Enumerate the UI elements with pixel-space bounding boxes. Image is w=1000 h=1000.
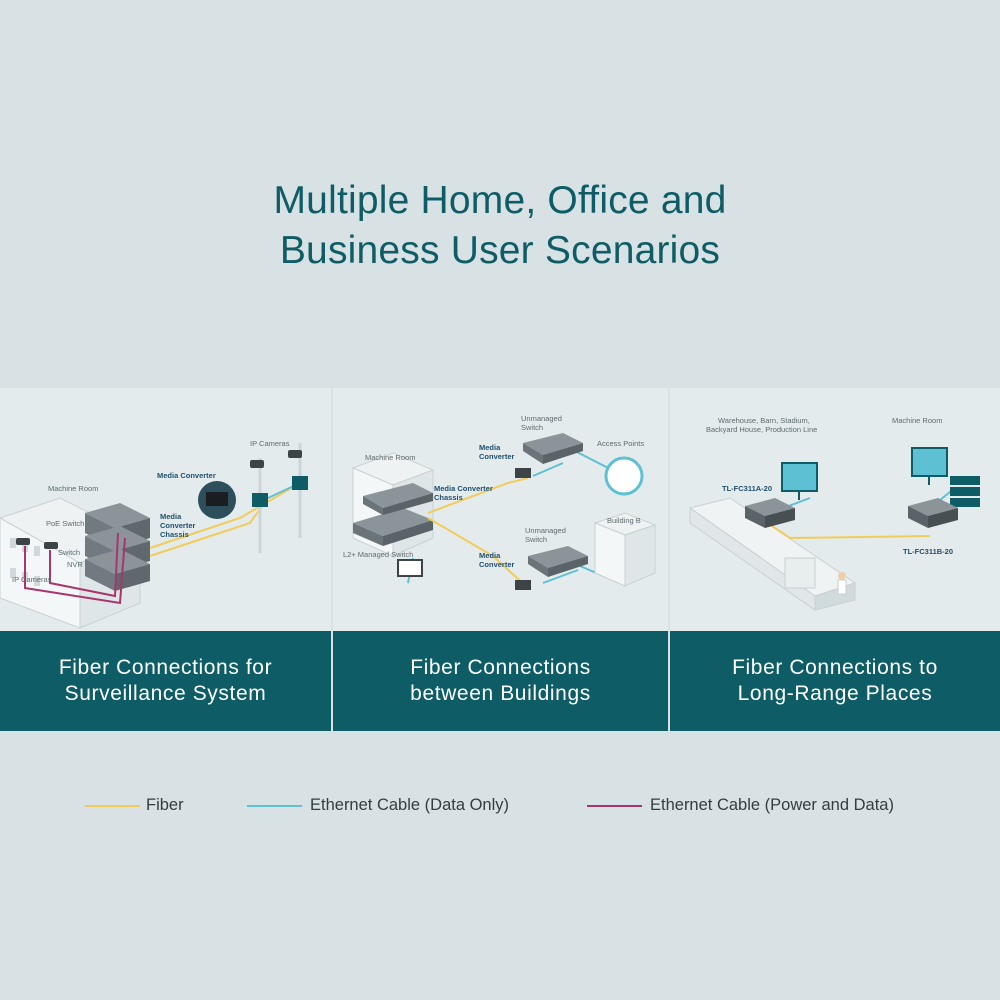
building-b-label: Building B [607,516,641,525]
chassis-label-2: Chassis [434,493,463,502]
unmanaged-bottom-label-1: Unmanaged [525,526,566,535]
caption-line-1: Fiber Connections for [58,656,273,679]
scenario-panels: Machine Room PoE Switch Switch NVR IP Ca… [0,388,1000,731]
legend-ethernet-power-swatch [587,805,642,807]
building-b-icon [593,512,657,587]
unmanaged-bottom-label-2: Switch [525,535,547,544]
unmanaged-top-label-2: Switch [521,423,543,432]
chassis-label-1: Media Converter [434,484,493,493]
media-converter-top-label-2: Converter [479,452,515,461]
scenario-panel-buildings: Machine Room Unmanaged Switch Media Conv… [333,388,668,731]
scenario-panel-surveillance: Machine Room PoE Switch Switch NVR IP Ca… [0,388,331,731]
media-converter-bottom-label-1: Media [479,551,501,560]
monitor-icon [397,559,423,577]
worker-icon [837,572,847,595]
ip-cameras-right-label: IP Cameras [250,439,290,448]
page-title-line-1: Multiple Home, Office and [273,179,727,222]
warehouse-label-2: Backyard House, Production Line [706,425,817,434]
scenario-caption-long-range: Fiber Connections to Long-Range Places [670,631,1000,731]
legend-ethernet-data-label: Ethernet Cable (Data Only) [310,796,510,814]
chassis-label-2: Converter [160,521,196,530]
legend-fiber-label: Fiber [146,796,184,814]
caption-line-1: Fiber Connections to [732,656,938,679]
model-a-label: TL-FC311A-20 [722,484,772,493]
scenario-caption-surveillance: Fiber Connections for Surveillance Syste… [0,631,331,731]
caption-line-1: Fiber Connections [410,656,591,679]
scenario-panel-long-range: Warehouse, Barn, Stadium, Backyard House… [670,388,1000,731]
scenario-caption-buildings: Fiber Connections between Buildings [333,631,668,731]
media-converter-top-label-1: Media [479,443,501,452]
machine-room-label: Machine Room [48,484,98,493]
unmanaged-switch-bottom-icon [528,546,588,577]
media-converter-bottom-icon [515,580,531,590]
monitor-left-icon [781,462,818,500]
outdoor-camera-icon [250,443,308,553]
surveillance-illustration: Machine Room PoE Switch Switch NVR IP Ca… [0,439,308,629]
nvr-label: NVR [67,560,83,569]
monitor-right-icon [911,447,948,485]
legend-ethernet-data-swatch [247,805,302,807]
media-converter-a-icon [745,498,795,528]
media-converter-icon [198,481,236,519]
media-converter-bottom-label-2: Converter [479,560,515,569]
buildings-illustration: Machine Room Unmanaged Switch Media Conv… [343,414,657,590]
access-points-label: Access Points [597,439,644,448]
page-title: Multiple Home, Office and Business User … [0,176,1000,276]
legend-ethernet-power-label: Ethernet Cable (Power and Data) [650,796,894,814]
caption-line-2: Surveillance System [64,682,267,705]
long-range-illustration: Warehouse, Barn, Stadium, Backyard House… [688,416,980,611]
machine-room-label: Machine Room [892,416,942,425]
l2-managed-switch-icon [353,483,433,546]
page-title-line-2: Business User Scenarios [279,229,721,272]
ip-cameras-left-label: IP Cameras [12,575,52,584]
warehouse-label-1: Warehouse, Barn, Stadium, [718,416,810,425]
server-rack-icon [950,476,980,507]
machine-room-label: Machine Room [365,453,415,462]
unmanaged-switch-top-icon [523,433,583,464]
production-line-icon [688,497,857,611]
media-converter-top-icon [515,468,531,478]
model-b-label: TL-FC311B-20 [903,547,953,556]
unmanaged-top-label-1: Unmanaged [521,414,562,423]
access-point-icon [604,456,644,496]
media-converter-label: Media Converter [157,471,216,480]
caption-line-2: between Buildings [410,682,591,705]
poe-switch-label: PoE Switch [46,519,84,528]
chassis-label-3: Chassis [160,530,189,539]
legend-fiber-swatch [85,805,140,807]
caption-line-2: Long-Range Places [737,682,933,705]
camera-icon [16,538,58,549]
chassis-label-1: Media [160,512,182,521]
switch-label: Switch [58,548,80,557]
media-converter-b-icon [908,498,958,528]
l2-switch-label: L2+ Managed Switch [343,550,413,559]
